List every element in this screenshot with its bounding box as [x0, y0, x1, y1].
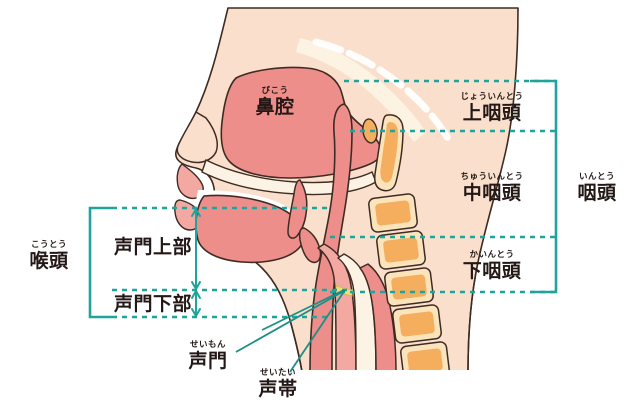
- prevertebral-strip: [359, 263, 397, 370]
- neck-back-contour: [467, 261, 479, 370]
- label-vocal-cords: せいたい 声帯: [248, 368, 308, 399]
- label-hypopharynx: かいんとう 下咽頭: [440, 250, 544, 281]
- label-larynx-furigana: こうとう: [30, 239, 67, 249]
- label-pharynx-text: 咽頭: [577, 182, 617, 204]
- label-oropharynx: ちゅういんとう 中咽頭: [440, 172, 544, 203]
- label-oropharynx-furigana: ちゅういんとう: [460, 171, 524, 181]
- upper-lip: [176, 163, 204, 200]
- label-glottis-text: 声門: [188, 350, 228, 372]
- label-nasopharynx-text: 上咽頭: [462, 102, 522, 124]
- vertebra-c6: [392, 304, 442, 344]
- label-nasal-cavity-furigana: びこう: [261, 85, 289, 95]
- vertebra-c2-core: [380, 122, 398, 183]
- arrow-subglottis-head-bottom: [191, 308, 201, 319]
- label-larynx: こうとう 喉頭: [18, 240, 80, 271]
- leader-line-vocal-cords: [289, 289, 346, 373]
- label-nasal-cavity: びこう 鼻腔: [232, 86, 318, 117]
- leader-line-glottis: [235, 290, 345, 353]
- tongue: [195, 194, 305, 264]
- guide-lines: [112, 79, 556, 319]
- vertebra-c7: [400, 341, 450, 370]
- nose-tip: [176, 110, 218, 164]
- vertebra-c5: [384, 267, 434, 307]
- label-glottis-furigana: せいもん: [189, 339, 226, 349]
- skull-highlight: [312, 38, 454, 146]
- section-arrows: [191, 206, 201, 319]
- label-nasal-cavity-text: 鼻腔: [255, 96, 295, 118]
- label-vocal-cords-furigana: せいたい: [259, 367, 296, 377]
- vertebra-c3: [368, 193, 418, 233]
- label-pharynx-furigana: いんとう: [578, 171, 615, 181]
- arrow-supraglottis-head-top: [191, 206, 201, 217]
- label-vocal-cords-text: 声帯: [258, 378, 298, 400]
- arrow-subglottis-head-top: [191, 288, 201, 299]
- vertebra-c4: [376, 230, 426, 270]
- larynx-bracket: [88, 206, 112, 319]
- label-supraglottis-text: 声門上部: [113, 237, 192, 258]
- pharynx-bracket: [530, 79, 558, 294]
- label-nasopharynx: じょういんとう 上咽頭: [440, 92, 544, 123]
- soft-palate-uvula: [287, 179, 308, 239]
- label-subglottis-text: 声門下部: [113, 294, 192, 315]
- leader-line-glottis-secondary: [261, 289, 345, 331]
- label-supraglottis: 声門上部: [110, 238, 196, 257]
- label-pharynx: いんとう 咽頭: [566, 172, 628, 203]
- leader-lines: [235, 289, 346, 373]
- epiglottis: [298, 227, 322, 264]
- label-oropharynx-text: 中咽頭: [462, 182, 522, 204]
- neck-front-contour: [289, 319, 303, 370]
- label-hypopharynx-furigana: かいんとう: [469, 249, 515, 259]
- label-larynx-text: 喉頭: [29, 250, 69, 272]
- label-nasopharynx-furigana: じょういんとう: [460, 91, 524, 101]
- label-hypopharynx-text: 下咽頭: [462, 260, 522, 282]
- label-subglottis: 声門下部: [110, 295, 196, 314]
- label-glottis: せいもん 声門: [178, 340, 238, 371]
